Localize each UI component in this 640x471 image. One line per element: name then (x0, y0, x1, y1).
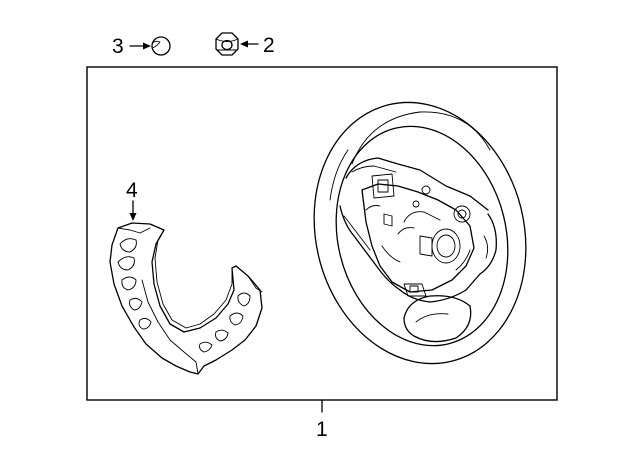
callout-label-3: 3 (112, 35, 124, 58)
arrowhead-2 (240, 40, 248, 48)
callout-label-4: 4 (126, 179, 138, 202)
callout-label-1: 1 (316, 418, 328, 441)
plug-cap-icon (151, 36, 171, 56)
callout-group-1: 1 (316, 399, 328, 441)
callout-group-2: 2 (240, 34, 275, 57)
hex-nut-icon (215, 32, 239, 56)
callout-group-4: 4 (126, 179, 138, 221)
assembly-frame (86, 66, 558, 401)
arrowhead-3 (143, 42, 151, 50)
steering-wheel-icon (313, 101, 527, 365)
callout-label-2: 2 (263, 34, 275, 57)
switch-trim-cover-icon (109, 222, 263, 375)
arrowhead-4 (129, 213, 137, 221)
callout-group-3: 3 (112, 35, 151, 58)
